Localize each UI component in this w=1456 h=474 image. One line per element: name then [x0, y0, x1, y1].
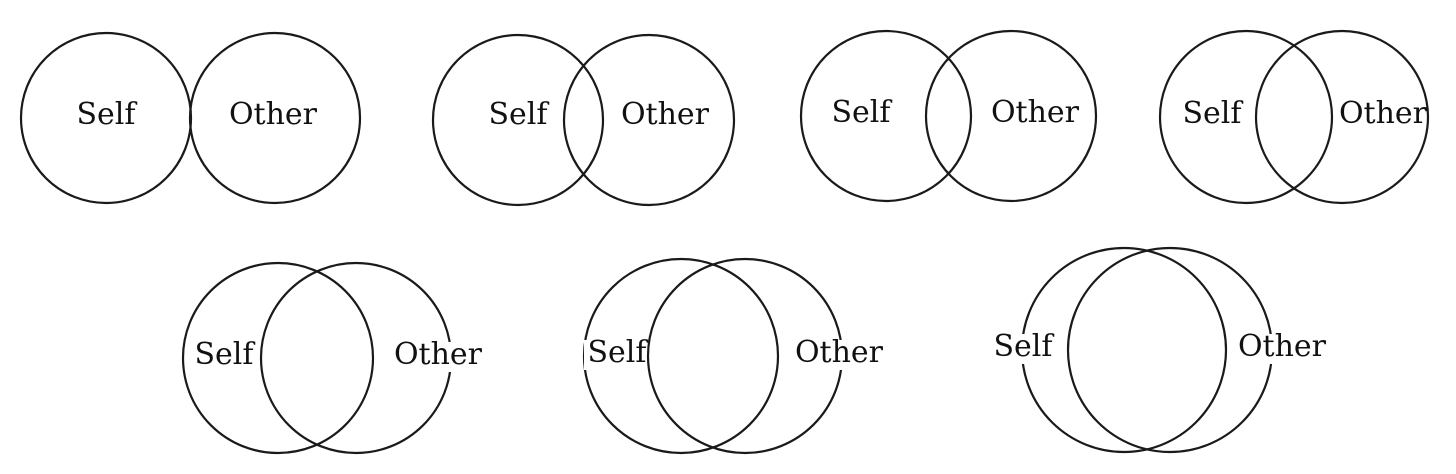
label-gap — [1242, 334, 1324, 364]
label-gap — [190, 342, 250, 372]
venn-pair-5: Self Other — [181, 261, 483, 455]
self-circle — [181, 261, 375, 455]
venn-pair-4: Self Other — [1158, 29, 1430, 205]
other-label: Other — [621, 97, 710, 132]
other-circle — [562, 33, 736, 207]
label-gap — [800, 340, 880, 370]
other-label: Other — [394, 337, 483, 372]
self-circle — [1158, 29, 1334, 205]
self-label: Self — [993, 329, 1054, 364]
self-label: Self — [1182, 96, 1243, 131]
self-circle — [1020, 246, 1228, 454]
self-label: Self — [488, 97, 549, 132]
self-label: Self — [587, 335, 648, 370]
other-circle — [1254, 29, 1430, 205]
label-gap — [584, 340, 646, 370]
venn-pair-1: Self Other — [19, 31, 362, 205]
other-label: Other — [229, 97, 318, 132]
venn-pair-7: Self Other — [993, 246, 1327, 454]
other-label: Other — [1339, 96, 1428, 131]
other-label: Other — [1238, 329, 1327, 364]
self-label: Self — [831, 95, 892, 130]
self-label: Self — [194, 337, 255, 372]
self-circle — [799, 29, 973, 203]
self-circle — [431, 33, 605, 207]
label-gap — [399, 342, 477, 372]
other-label: Other — [991, 95, 1080, 130]
self-label: Self — [76, 97, 137, 132]
other-circle — [924, 29, 1098, 203]
venn-pair-6: Self Other — [582, 257, 884, 455]
venn-pair-3: Self Other — [799, 29, 1098, 203]
label-gap — [996, 334, 1052, 364]
other-circle — [188, 31, 362, 205]
other-label: Other — [795, 335, 884, 370]
venn-pair-2: Self Other — [431, 33, 736, 207]
